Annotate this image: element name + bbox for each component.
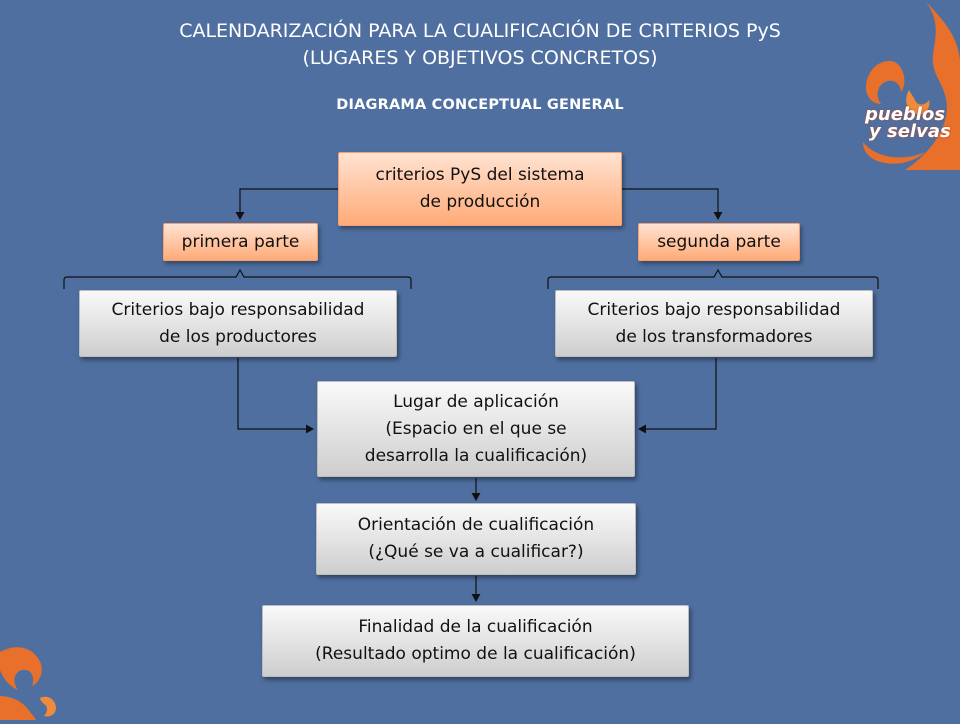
node-part-two: segunda parte: [638, 223, 800, 261]
flame-decoration-icon: [0, 647, 56, 720]
node-part-one-label: primera parte: [181, 231, 300, 252]
node-purpose-line-2: (Resultado optimo de la cualificación): [315, 644, 636, 664]
flame-logo-icon: [863, 0, 960, 170]
brace-right: [547, 268, 879, 289]
node-orientation-line-1: Orientación de cualificación: [357, 515, 595, 535]
node-root-criteria: criterios PyS del sistema de producción: [338, 152, 622, 226]
node-processors-criteria: Criterios bajo responsabilidad de los tr…: [555, 290, 873, 357]
node-producers-criteria: Criterios bajo responsabilidad de los pr…: [79, 290, 397, 357]
node-qualification-orientation: Orientación de cualificación (¿Qué se va…: [316, 503, 636, 575]
connector-processors-to-place: [638, 358, 717, 434]
node-processors-line-2: de los transformadores: [615, 326, 813, 347]
node-qualification-purpose: Finalidad de la cualificación (Resultado…: [262, 605, 689, 677]
node-place-line-3: desarrolla la cualificación): [364, 445, 588, 466]
connector-root-to-part-two: [622, 188, 723, 220]
node-place-line-1: Lugar de aplicación: [393, 391, 559, 412]
node-orientation-line-2: (¿Qué se va a cualificar?): [368, 542, 584, 562]
node-purpose-line-1: Finalidad de la cualificación: [358, 617, 593, 637]
node-root-line-1: criterios PyS del sistema: [375, 165, 585, 185]
brand-logo-line-2: y selvas: [869, 121, 951, 142]
brand-logo: pueblos y selvas: [845, 0, 960, 170]
connector-root-to-part-one: [235, 188, 338, 220]
diagram-title-line-1: CALENDARIZACIÓN PARA LA CUALIFICACIÓN DE…: [179, 20, 781, 42]
node-producers-line-1: Criterios bajo responsabilidad: [111, 299, 365, 320]
node-application-place: Lugar de aplicación (Espacio en el que s…: [317, 381, 635, 477]
diagram-title-line-2: (LUGARES Y OBJETIVOS CONCRETOS): [302, 47, 658, 69]
node-producers-line-2: de los productores: [159, 326, 317, 347]
brand-logo-text: pueblos y selvas: [865, 104, 951, 142]
node-part-one: primera parte: [163, 223, 318, 261]
node-root-line-2: de producción: [419, 192, 541, 212]
brace-left: [63, 268, 412, 289]
diagram-subtitle: DIAGRAMA CONCEPTUAL GENERAL: [336, 97, 624, 113]
node-part-two-label: segunda parte: [657, 231, 781, 252]
decorative-flame: [0, 640, 62, 720]
connector-producers-to-place: [237, 358, 314, 434]
node-place-line-2: (Espacio en el que se: [385, 418, 567, 439]
node-processors-line-1: Criterios bajo responsabilidad: [587, 299, 841, 320]
brand-logo-line-1: pueblos: [865, 104, 946, 125]
